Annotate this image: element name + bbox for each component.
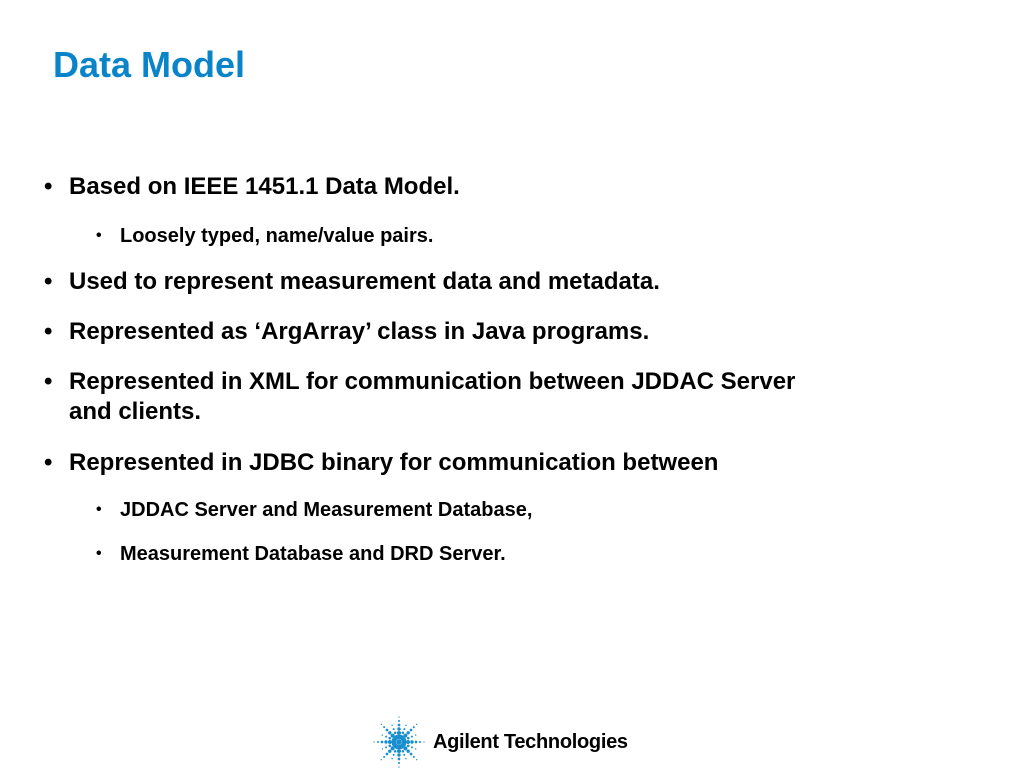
agilent-logo: Agilent Technologies [372,715,628,769]
spark-dot [410,746,413,749]
spark-dot [385,746,388,749]
spark-dot [388,731,392,735]
sub-bullet-text: JDDAC Server and Measurement Database, [120,499,533,521]
bullet-item: • Based on IEEE 1451.1 Data Model. [44,172,460,202]
spark-core [396,739,402,745]
bullet-marker: • [44,173,53,200]
spark-dot [406,731,410,735]
spark-dot [414,748,417,750]
spark-dot [406,749,410,753]
bullet-text: Represented in XML for communication bet… [69,368,796,395]
spark-dot [397,753,401,757]
sub-bullet-item: • Loosely typed, name/value pairs. [96,223,434,249]
spark-dot [384,740,388,744]
spark-dot [391,757,393,760]
spark-dot [381,748,384,750]
spark-dot [393,749,397,753]
bullet-text: Used to represent measurement data and m… [69,268,660,295]
spark-dot [390,746,395,751]
bullet-item: • Represented in JDBC binary for communi… [44,448,719,478]
spark-dot [406,736,410,740]
spark-dot [397,723,401,727]
bullet-marker: • [44,268,53,295]
spark-dot [416,759,418,761]
sub-bullet-marker: • [96,501,102,518]
sub-bullet-item: • Measurement Database and DRD Server. [96,541,506,567]
spark-dot [373,741,375,743]
spark-dot [401,749,405,753]
spark-dot [391,724,393,727]
spark-dot [377,741,379,743]
bullet-item: • Represented as ‘ArgArray’ class in Jav… [44,317,650,347]
spark-dot [403,746,408,751]
logo-text: Agilent Technologies [433,731,628,753]
bullet-text: Represented in JDBC binary for communica… [69,449,719,476]
spark-dot [392,753,395,756]
spark-dot [390,733,395,738]
spark-dot [406,744,410,748]
sub-bullet-text: Loosely typed, name/value pairs. [120,225,434,247]
spark-dot [409,728,413,732]
bullet-text: Represented as ‘ArgArray’ class in Java … [69,318,650,345]
bullet-item: • Used to represent measurement data and… [44,267,660,297]
spark-dot [403,728,406,731]
bullet-marker: • [44,368,53,395]
bullet-item: • Represented in XML for communication b… [44,367,796,427]
spark-dot [405,724,407,727]
spark-dot [397,727,401,731]
spark-dot [405,757,407,760]
spark-dot [396,730,402,736]
spark-dot [387,739,393,745]
spark-dot [412,726,415,729]
spark-dot [409,752,413,756]
spark-dot [388,744,392,748]
spark-dot [383,755,386,758]
spark-dot [385,752,389,756]
spark-dot [405,739,411,745]
bullet-marker: • [44,449,53,476]
spark-dot [385,728,389,732]
agilent-spark-icon [373,716,425,768]
spark-dot [380,759,382,761]
bullet-text: Based on IEEE 1451.1 Data Model. [69,173,460,200]
spark-dot [397,757,401,761]
spark-dot [388,736,392,740]
spark-dot [388,749,392,753]
spark-dot [396,748,402,754]
spark-dot [383,726,386,729]
spark-dot [381,734,384,736]
bullet-marker: • [44,318,53,345]
spark-dot [401,731,405,735]
spark-dot [398,720,400,722]
spark-dot [423,741,425,743]
spark-dot [398,762,400,764]
spark-dot [385,735,388,738]
spark-dot [380,740,384,744]
sub-bullet-marker: • [96,545,102,562]
sub-bullet-text: Measurement Database and DRD Server. [120,543,506,565]
spark-dot [392,728,395,731]
spark-dot [393,731,397,735]
spark-dot [403,753,406,756]
slide-title: Data Model [53,44,246,85]
spark-dot [403,733,408,738]
bullet-text-continuation: and clients. [69,398,202,425]
spark-dot [412,755,415,758]
sub-bullet-marker: • [96,227,102,244]
spark-dot [410,740,414,744]
spark-dot [398,766,400,768]
spark-dot [398,716,400,718]
spark-dot [380,723,382,725]
spark-dot [402,738,407,742]
spark-dot [410,735,413,738]
spark-dot [419,741,421,743]
spark-dot [414,734,417,736]
spark-dot [416,723,418,725]
spark-dot [414,740,418,744]
sub-bullet-item: • JDDAC Server and Measurement Database, [96,497,533,523]
